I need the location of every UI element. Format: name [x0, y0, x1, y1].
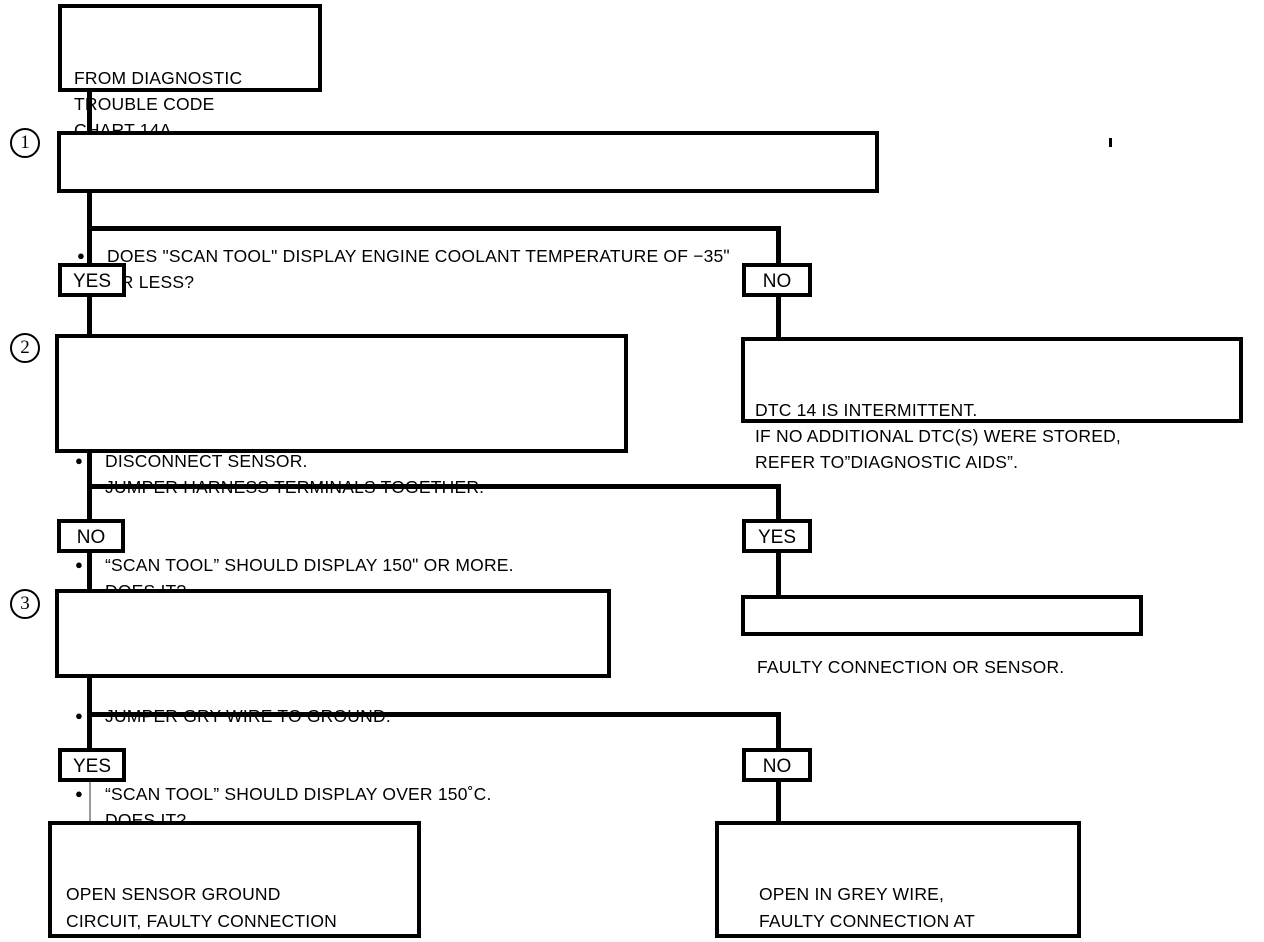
connector-step1-branch-horizontal: [87, 226, 781, 231]
step-1-box: ● DOES "SCAN TOOL" DISPLAY ENGINE COOLAN…: [57, 131, 879, 292]
step-3-bullet-row-2: ● “SCAN TOOL” SHOULD DISPLAY OVER 150˚C.…: [71, 781, 597, 833]
connector-yes2-to-faulty-connection: [776, 553, 781, 595]
connector-entry-to-step1: [87, 92, 92, 133]
scan-artifact-mark: [1109, 138, 1112, 147]
step-number-1: 1: [10, 128, 40, 158]
step-1-bullet-text: DOES "SCAN TOOL" DISPLAY ENGINE COOLANT …: [107, 246, 730, 292]
bullet-icon: ●: [75, 557, 84, 572]
step-2-box: ● DISCONNECT SENSOR. JUMPER HARNESS TERM…: [55, 334, 628, 601]
branch-tab-no-1[interactable]: NO: [742, 263, 812, 297]
connector-no1-to-intermittent: [776, 297, 781, 337]
step-2-bullet-row-1: ● DISCONNECT SENSOR. JUMPER HARNESS TERM…: [71, 448, 614, 500]
outcome-open-grey-wire-box: OPEN IN GREY WIRE, FAULTY CONNECTION AT …: [715, 821, 1081, 942]
branch-tab-no-3[interactable]: NO: [742, 748, 812, 782]
step-number-2: 2: [10, 333, 40, 363]
step-2-bullet-row-2: ● “SCAN TOOL” SHOULD DISPLAY 150ʺ OR MOR…: [71, 552, 614, 604]
step-1-bullet-row: ● DOES "SCAN TOOL" DISPLAY ENGINE COOLAN…: [73, 243, 865, 295]
connector-step3-branch-horizontal: [87, 712, 781, 717]
bullet-icon: ●: [77, 248, 86, 263]
bullet-icon: ●: [75, 786, 84, 801]
outcome-intermittent-box: DTC 14 IS INTERMITTENT. IF NO ADDITIONAL…: [741, 337, 1243, 472]
connector-no2-to-step3: [87, 553, 92, 590]
connector-yes3-to-open-sensor-ground: [89, 782, 91, 822]
branch-tab-yes-2[interactable]: YES: [742, 519, 812, 553]
branch-tab-yes-3[interactable]: YES: [58, 748, 126, 782]
outcome-open-grey-wire-text: OPEN IN GREY WIRE, FAULTY CONNECTION AT …: [759, 884, 1005, 942]
branch-tab-yes-1[interactable]: YES: [58, 263, 126, 297]
outcome-intermittent-text: DTC 14 IS INTERMITTENT. IF NO ADDITIONAL…: [755, 400, 1121, 472]
connector-no3-to-open-grey-wire: [776, 782, 781, 822]
entry-box: FROM DIAGNOSTIC TROUBLE CODE CHART 14A: [58, 4, 322, 140]
step-2-bullet-text-2: “SCAN TOOL” SHOULD DISPLAY 150ʺ OR MORE.…: [105, 555, 514, 601]
branch-tab-no-2[interactable]: NO: [57, 519, 125, 553]
step-number-3: 3: [10, 589, 40, 619]
outcome-faulty-connection-box: FAULTY CONNECTION OR SENSOR.: [741, 595, 1143, 677]
connector-yes1-to-step2: [87, 297, 92, 335]
connector-step3-branch-right-down: [776, 712, 781, 749]
bullet-icon: ●: [75, 453, 84, 468]
outcome-open-sensor-ground-text: OPEN SENSOR GROUND CIRCUIT, FAULTY CONNE…: [66, 884, 337, 942]
connector-step2-branch-horizontal: [87, 484, 781, 489]
connector-step2-branch-right-down: [776, 484, 781, 521]
step-2-bullet-text-1: DISCONNECT SENSOR. JUMPER HARNESS TERMIN…: [105, 451, 484, 497]
bullet-icon: ●: [75, 708, 84, 723]
outcome-faulty-connection-text: FAULTY CONNECTION OR SENSOR.: [757, 657, 1065, 677]
outcome-open-sensor-ground-box: OPEN SENSOR GROUND CIRCUIT, FAULTY CONNE…: [48, 821, 421, 942]
connector-step1-branch-right-down: [776, 226, 781, 265]
step-3-box: ● JUMPER GRY WIRE TO GROUND. ● “SCAN TOO…: [55, 589, 611, 830]
entry-box-text: FROM DIAGNOSTIC TROUBLE CODE CHART 14A: [74, 68, 243, 140]
step-3-bullet-text-2: “SCAN TOOL” SHOULD DISPLAY OVER 150˚C. D…: [105, 784, 492, 830]
